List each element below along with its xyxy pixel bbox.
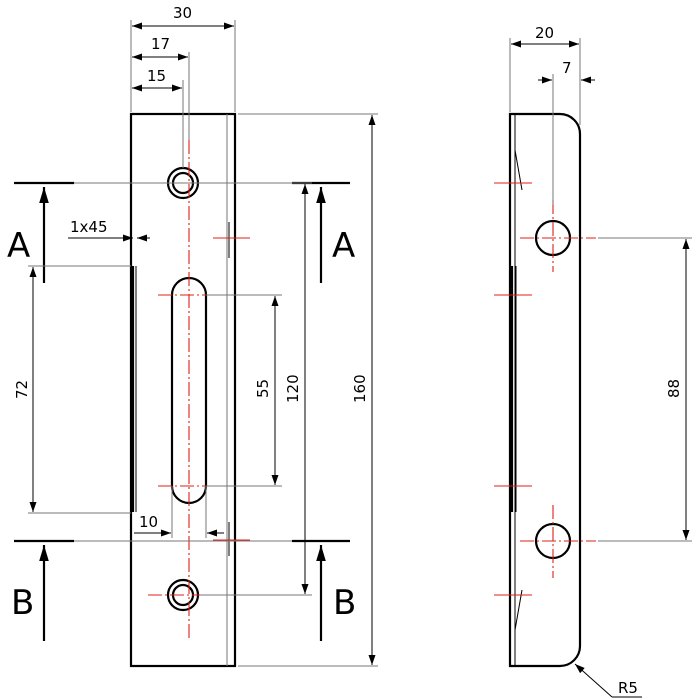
dim-55: 55 <box>254 379 272 398</box>
dim-17: 17 <box>151 35 170 53</box>
side-outline <box>508 112 582 668</box>
dim-160: 160 <box>351 374 369 403</box>
front-plate-outline <box>129 112 237 668</box>
side-taper <box>514 149 523 191</box>
dim-10: 10 <box>139 513 158 531</box>
dim-72: 72 <box>13 380 31 399</box>
dim-20: 20 <box>535 24 554 42</box>
side-dimensions: 20 7 88 R5 <box>509 24 692 698</box>
section-label-b-right: B <box>333 583 356 623</box>
dim-30: 30 <box>173 4 192 22</box>
dim-7: 7 <box>562 59 572 77</box>
radius-leader <box>574 663 613 698</box>
side-view <box>494 112 596 668</box>
dim-88: 88 <box>665 379 683 398</box>
dim-15: 15 <box>147 67 166 85</box>
front-view <box>129 112 250 668</box>
dim-chamfer: 1x45 <box>70 218 108 236</box>
dim-radius: R5 <box>618 679 638 697</box>
dim-120: 120 <box>284 374 302 403</box>
section-b: B B <box>11 539 356 641</box>
side-taper <box>514 589 523 631</box>
section-label-b-left: B <box>11 583 34 623</box>
front-dimensions: 30 17 15 1x45 72 55 120 160 <box>13 4 378 667</box>
section-label-a-right: A <box>332 226 355 266</box>
section-label-a-left: A <box>7 226 30 266</box>
